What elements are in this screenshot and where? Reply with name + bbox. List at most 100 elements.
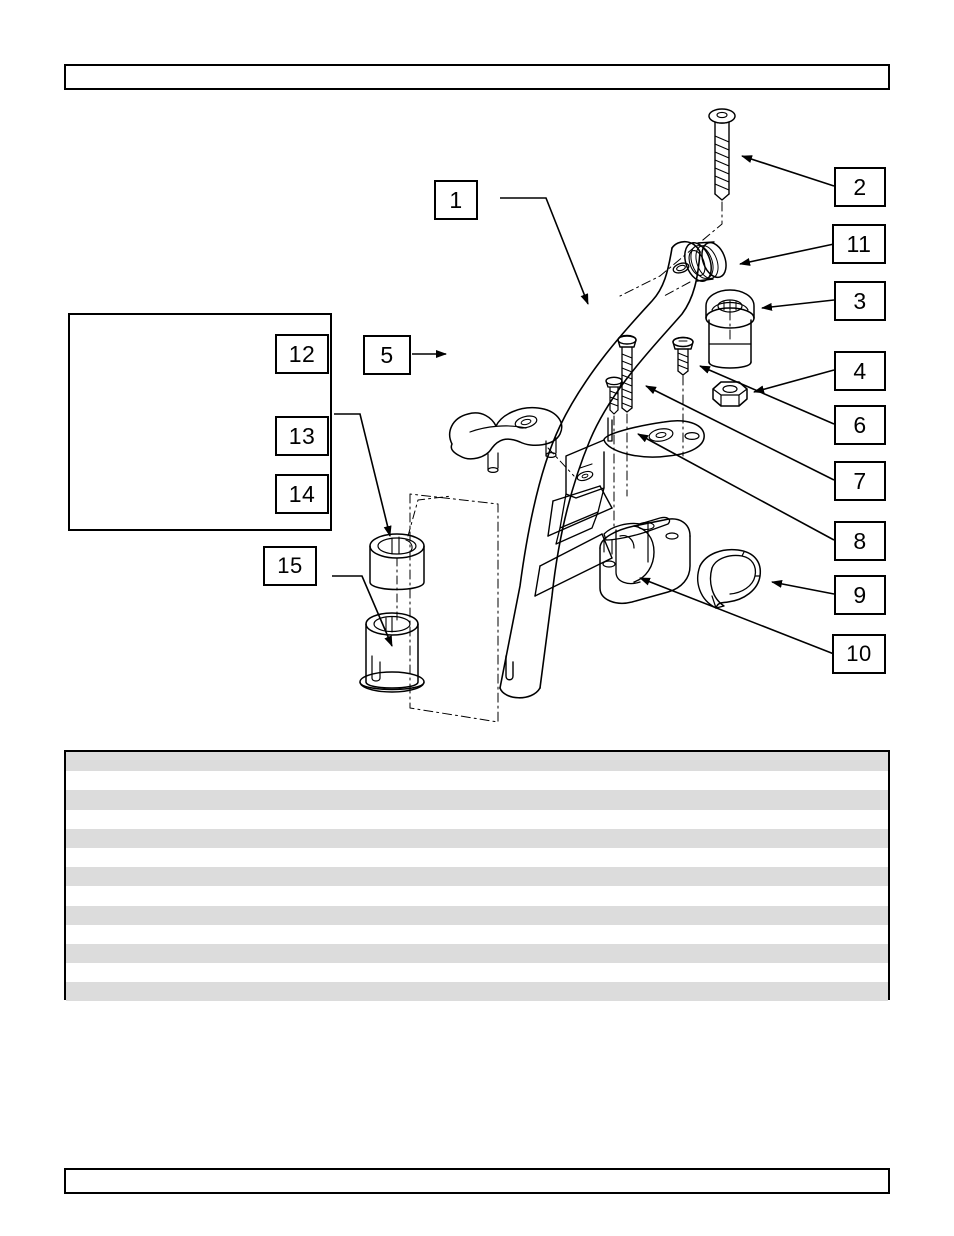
callout-label-12: 12	[288, 340, 316, 367]
table-cell	[273, 771, 641, 791]
table-row	[66, 847, 888, 868]
table-cell	[138, 924, 273, 944]
table-cell	[66, 905, 138, 925]
diagram-artwork	[89, 108, 835, 723]
table-row	[66, 752, 888, 772]
table-cell	[641, 809, 888, 829]
table-cell	[641, 886, 888, 906]
table-cell	[138, 943, 273, 964]
callout-box-5[interactable]: 5	[363, 335, 411, 375]
table-cell	[273, 847, 641, 868]
callout-box-1[interactable]: 1	[434, 180, 478, 220]
table-cell	[641, 924, 888, 944]
table-cell	[641, 752, 888, 772]
table-cell	[273, 924, 641, 944]
parts-table-body	[66, 752, 888, 1002]
table-cell	[641, 963, 888, 983]
table-row	[66, 924, 888, 944]
footer-bar	[64, 1168, 890, 1194]
table-cell	[138, 867, 273, 887]
callout-label-7: 7	[853, 467, 867, 494]
callout-label-9: 9	[853, 581, 867, 608]
callout-box-6[interactable]: 6	[834, 405, 886, 445]
table-cell	[66, 886, 138, 906]
table-cell	[66, 867, 138, 887]
callout-box-7[interactable]: 7	[834, 461, 886, 501]
callout-box-3[interactable]: 3	[834, 281, 886, 321]
callout-box-9[interactable]: 9	[834, 575, 886, 615]
table-cell	[641, 790, 888, 810]
table-cell	[641, 828, 888, 848]
parts-table	[64, 750, 890, 1002]
table-cell	[138, 982, 273, 1002]
table-cell	[641, 847, 888, 868]
table-cell	[138, 847, 273, 868]
table-cell	[273, 886, 641, 906]
table-cell	[138, 905, 273, 925]
callout-label-11: 11	[846, 230, 872, 257]
table-cell	[138, 809, 273, 829]
callout-label-4: 4	[853, 357, 867, 384]
table-cell	[66, 752, 138, 772]
callout-box-10[interactable]: 10	[832, 634, 886, 674]
table-cell	[66, 924, 138, 944]
table-cell	[273, 943, 641, 964]
table-cell	[66, 982, 138, 1002]
table-cell	[66, 943, 138, 964]
callout-label-5: 5	[380, 341, 394, 368]
table-row	[66, 963, 888, 983]
exploded-parts-diagram	[0, 96, 954, 736]
header-bar	[64, 64, 890, 90]
table-row	[66, 982, 888, 1002]
callout-label-3: 3	[853, 287, 867, 314]
table-cell	[273, 752, 641, 772]
table-cell	[138, 963, 273, 983]
table-row	[66, 867, 888, 887]
callout-box-11[interactable]: 11	[832, 224, 886, 264]
table-row	[66, 905, 888, 925]
callout-label-2: 2	[853, 173, 867, 200]
callout-box-14[interactable]: 14	[275, 474, 329, 514]
callout-box-13[interactable]: 13	[275, 416, 329, 456]
table-row	[66, 809, 888, 829]
callout-label-8: 8	[853, 527, 867, 554]
table-cell	[66, 809, 138, 829]
table-cell	[66, 828, 138, 848]
table-row	[66, 790, 888, 810]
table-cell	[641, 771, 888, 791]
table-cell	[138, 828, 273, 848]
table-cell	[273, 905, 641, 925]
table-cell	[66, 963, 138, 983]
table-cell	[273, 790, 641, 810]
callout-label-14: 14	[288, 480, 316, 507]
table-cell	[273, 867, 641, 887]
table-cell	[66, 790, 138, 810]
callout-box-2[interactable]: 2	[834, 167, 886, 207]
table-cell	[138, 886, 273, 906]
table-row	[66, 828, 888, 848]
table-row	[66, 771, 888, 791]
table-cell	[641, 905, 888, 925]
table-cell	[66, 847, 138, 868]
table-cell	[273, 809, 641, 829]
parts-table-grid	[66, 752, 888, 1002]
callout-label-1: 1	[449, 186, 463, 213]
callout-box-12[interactable]: 12	[275, 334, 329, 374]
table-cell	[273, 963, 641, 983]
table-cell	[138, 752, 273, 772]
callout-label-15: 15	[277, 553, 303, 578]
table-row	[66, 943, 888, 964]
table-cell	[641, 982, 888, 1002]
table-row	[66, 886, 888, 906]
callout-label-6: 6	[853, 411, 867, 438]
table-cell	[138, 771, 273, 791]
callout-box-8[interactable]: 8	[834, 521, 886, 561]
callout-box-4[interactable]: 4	[834, 351, 886, 391]
callout-box-15[interactable]: 15	[263, 546, 317, 586]
table-cell	[641, 867, 888, 887]
table-cell	[138, 790, 273, 810]
table-cell	[641, 943, 888, 964]
table-cell	[66, 771, 138, 791]
table-cell	[273, 828, 641, 848]
callout-label-13: 13	[288, 422, 316, 449]
